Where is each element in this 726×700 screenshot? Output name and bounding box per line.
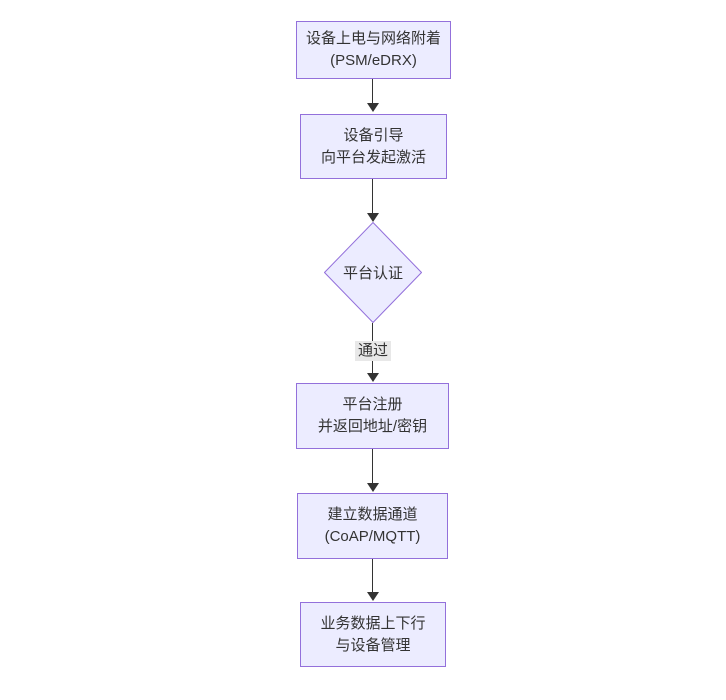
node-label-line: 业务数据上下行 — [320, 614, 426, 632]
node-label-line: 并返回地址/密钥 — [317, 418, 428, 435]
node-label-line: 设备上电与网络附着 — [305, 30, 441, 47]
edge-power-to-bootstrap — [372, 79, 373, 104]
arrowhead-icon — [367, 592, 379, 601]
arrowhead-icon — [367, 373, 379, 382]
node-platform-register: 平台注册 并返回地址/密钥 — [296, 383, 449, 449]
edge-register-to-channel — [372, 449, 373, 483]
edge-channel-to-business — [372, 559, 373, 592]
node-business-data: 业务数据上下行 与设备管理 — [300, 602, 446, 667]
node-label-line: 设备引导 — [343, 126, 404, 144]
node-label-line: 向平台发起激活 — [320, 148, 426, 166]
node-label-line: 与设备管理 — [335, 636, 411, 654]
arrowhead-icon — [367, 483, 379, 492]
node-data-channel: 建立数据通道 (CoAP/MQTT) — [297, 493, 448, 559]
node-label-line: 建立数据通道 — [327, 506, 418, 523]
node-label-line: 平台注册 — [342, 396, 403, 413]
arrowhead-icon — [367, 103, 379, 112]
node-label-line: (PSM/eDRX) — [330, 52, 417, 69]
node-label-line: (CoAP/MQTT) — [324, 528, 421, 545]
decision-label: 平台认证 — [342, 265, 403, 282]
edge-label-pass: 通过 — [354, 341, 392, 361]
decision-platform-auth: 平台认证 — [324, 222, 422, 323]
node-power-network-attach: 设备上电与网络附着 (PSM/eDRX) — [296, 21, 451, 79]
arrowhead-icon — [367, 213, 379, 222]
edge-bootstrap-to-auth — [372, 179, 373, 213]
node-device-bootstrap: 设备引导 向平台发起激活 — [300, 114, 447, 179]
diamond-shape — [324, 222, 422, 323]
